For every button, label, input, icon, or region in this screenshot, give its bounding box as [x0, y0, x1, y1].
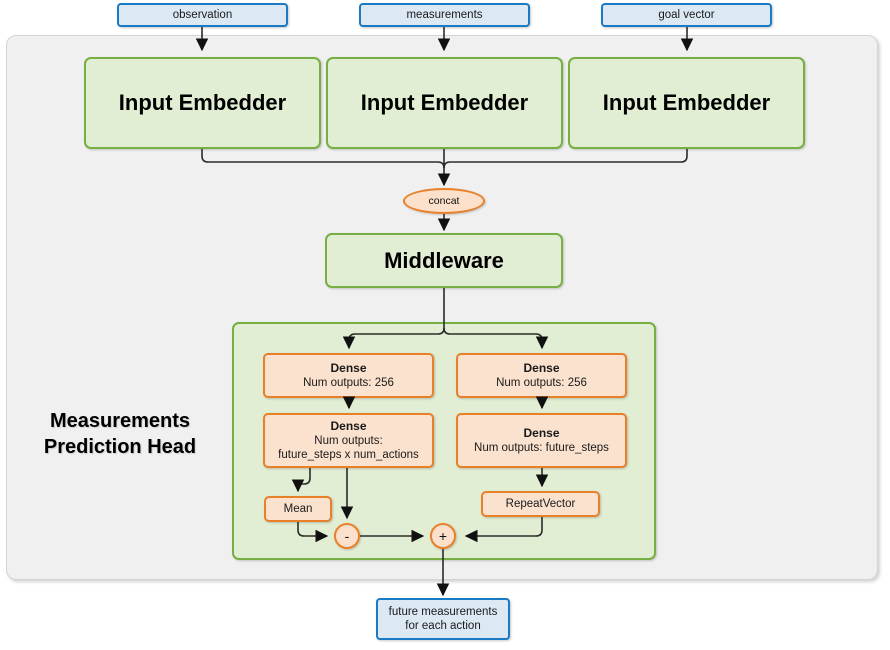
- right-dense-256-title: Dense: [523, 360, 560, 375]
- input-measurements[interactable]: measurements: [359, 3, 530, 27]
- input-embedder-measurements[interactable]: Input Embedder: [326, 57, 563, 149]
- input-embedder-observation-label: Input Embedder: [118, 90, 287, 116]
- right-dense-256[interactable]: Dense Num outputs: 256: [456, 353, 627, 398]
- concat-label: concat: [428, 195, 460, 207]
- right-dense-future-steps[interactable]: Dense Num outputs: future_steps: [456, 413, 627, 468]
- input-embedder-goal-vector-label: Input Embedder: [602, 90, 771, 116]
- head-title-line1: Measurements: [49, 410, 191, 432]
- left-dense-actions-outputs-label: Num outputs:: [314, 434, 383, 447]
- right-dense-future-steps-outputs: Num outputs: future_steps: [474, 441, 609, 454]
- subtract-operator[interactable]: -: [334, 523, 360, 549]
- mean-layer-label: Mean: [283, 502, 313, 515]
- middleware-block[interactable]: Middleware: [325, 233, 563, 288]
- input-observation-label: observation: [172, 8, 233, 21]
- input-measurements-label: measurements: [406, 8, 483, 21]
- right-dense-256-outputs: Num outputs: 256: [496, 376, 587, 389]
- input-embedder-measurements-label: Input Embedder: [360, 90, 529, 116]
- left-dense-actions-title: Dense: [330, 418, 367, 433]
- output-line1: future measurements: [388, 605, 498, 618]
- left-dense-256-title: Dense: [330, 360, 367, 375]
- input-goal-vector[interactable]: goal vector: [601, 3, 772, 27]
- input-embedder-goal-vector[interactable]: Input Embedder: [568, 57, 805, 149]
- input-observation[interactable]: observation: [117, 3, 288, 27]
- subtract-operator-symbol: -: [344, 528, 350, 544]
- left-dense-256-outputs: Num outputs: 256: [303, 376, 394, 389]
- input-embedder-observation[interactable]: Input Embedder: [84, 57, 321, 149]
- left-dense-actions[interactable]: Dense Num outputs: future_steps x num_ac…: [263, 413, 434, 468]
- repeat-vector-layer-label: RepeatVector: [505, 497, 576, 510]
- head-title-line2: Prediction Head: [43, 436, 197, 458]
- page-title: Measurements Prediction Head: [20, 408, 220, 460]
- repeat-vector-layer[interactable]: RepeatVector: [481, 491, 600, 517]
- left-dense-actions-outputs-value: future_steps x num_actions: [278, 449, 419, 461]
- add-operator-symbol: +: [438, 528, 448, 544]
- add-operator[interactable]: +: [430, 523, 456, 549]
- output-future-measurements[interactable]: future measurements for each action: [376, 598, 510, 640]
- concat-node[interactable]: concat: [403, 188, 485, 214]
- left-dense-256[interactable]: Dense Num outputs: 256: [263, 353, 434, 398]
- output-line2: for each action: [405, 620, 481, 632]
- middleware-label: Middleware: [384, 247, 504, 273]
- mean-layer[interactable]: Mean: [264, 496, 332, 522]
- input-goal-vector-label: goal vector: [658, 8, 715, 21]
- right-dense-future-steps-title: Dense: [523, 425, 560, 440]
